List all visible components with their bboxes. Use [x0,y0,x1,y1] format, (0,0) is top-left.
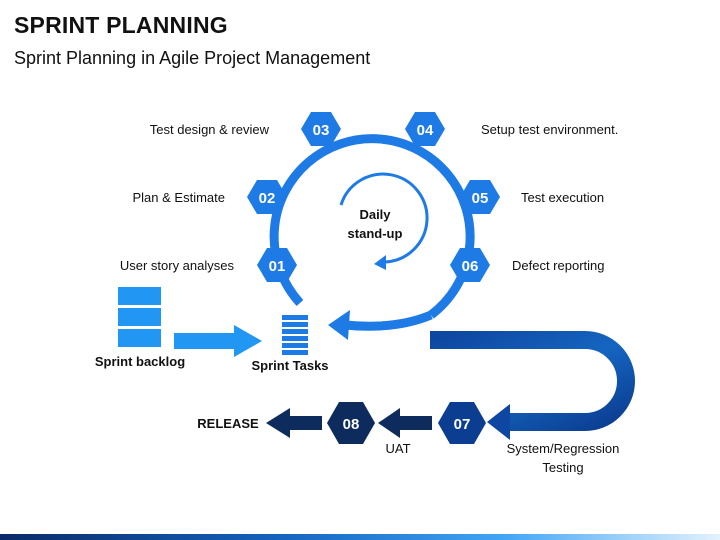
step-07-hexagon: 07 [438,402,486,444]
step-04-label: Setup test environment. [481,122,618,137]
step-03-hexagon: 03 [301,112,341,146]
step-06-number: 06 [462,258,479,275]
step-02-hexagon: 02 [247,180,287,214]
step-05-hexagon: 05 [460,180,500,214]
release-label: RELEASE [197,416,259,431]
daily-label-line1: Daily [359,207,391,222]
backlog-to-tasks-arrowhead [234,325,262,357]
step-06-hexagon: 06 [450,248,490,282]
u-path-arrow [430,331,635,431]
page-title: SPRINT PLANNING [14,12,228,38]
backlog-to-tasks-arrow-body [174,333,236,349]
step-05-number: 05 [472,190,489,207]
daily-label-line2: stand-up [348,226,403,241]
step-03-number: 03 [313,122,330,139]
step-07-to-08-arrow-body [398,416,432,430]
sprint-tasks-label: Sprint Tasks [251,358,328,373]
step-07-to-08-arrowhead [378,408,400,438]
step-05-label: Test execution [521,190,604,205]
step-07-label-line2: Testing [542,460,583,475]
daily-standup-arrowhead [374,255,386,270]
daily-standup-arrow [339,172,429,264]
step-01-label: User story analyses [120,258,235,273]
step-08-label: UAT [385,441,410,456]
sprint-backlog-icon [118,287,161,347]
u-path-arrowhead [487,404,510,440]
step-02-number: 02 [259,190,276,207]
step-07-label-line1: System/Regression [507,441,620,456]
step-08-number: 08 [343,416,360,433]
sprint-tasks-icon [282,315,308,355]
step-07-number: 07 [454,416,471,433]
step-04-number: 04 [417,122,434,139]
step-03-label: Test design & review [150,122,270,137]
step-08-to-release-arrowhead [266,408,290,438]
step-01-hexagon: 01 [257,248,297,282]
footer-gradient-bar [0,534,720,540]
step-08-hexagon: 08 [327,402,375,444]
cycle-return-arrowhead [328,310,350,340]
step-01-number: 01 [269,258,286,275]
step-08-to-release-arrow-body [288,416,322,430]
page-subtitle: Sprint Planning in Agile Project Managem… [14,48,371,68]
sprint-backlog-label: Sprint backlog [95,354,185,369]
cycle-return-arrow-body [344,310,433,331]
step-02-label: Plan & Estimate [133,190,226,205]
step-06-label: Defect reporting [512,258,605,273]
step-04-hexagon: 04 [405,112,445,146]
